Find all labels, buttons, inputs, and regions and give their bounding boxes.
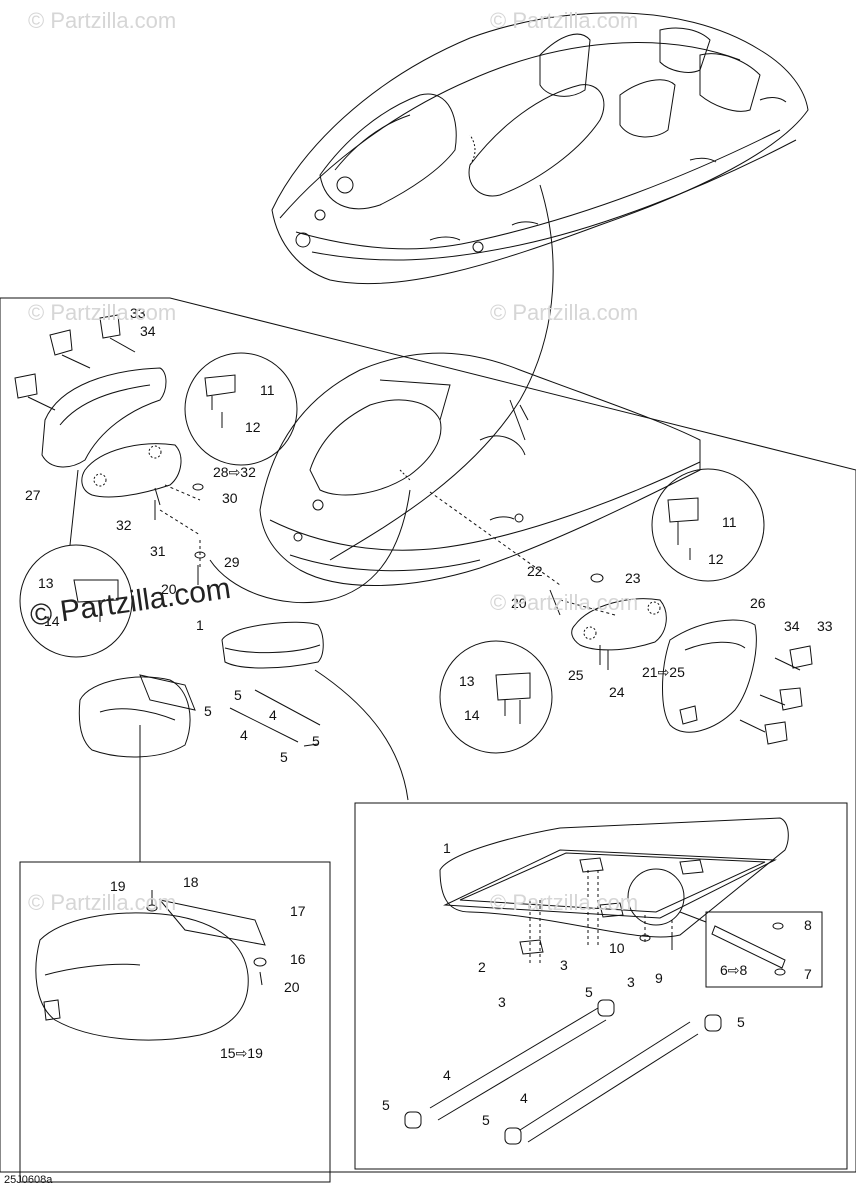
watermark: © Partzilla.com <box>490 300 639 325</box>
callout-label: 5 <box>204 703 212 719</box>
callout-label: 30 <box>222 490 238 506</box>
callout-label: 7 <box>804 966 812 982</box>
callout-label: 34 <box>784 618 800 634</box>
callout-label: 14 <box>464 707 480 723</box>
callout-label: 20 <box>511 595 527 611</box>
callout-label: 16 <box>290 951 306 967</box>
callout-label: 14 <box>44 613 60 629</box>
callout-label: 5 <box>585 984 593 1000</box>
watermark: © Partzilla.com <box>28 8 177 33</box>
callout-label: 6⇨8 <box>720 962 748 978</box>
callout-label: 3 <box>560 957 568 973</box>
callout-label: 3 <box>627 974 635 990</box>
callout-label: 2 <box>478 959 486 975</box>
watermark: © Partzilla.com <box>28 890 177 915</box>
callout-label: 23 <box>625 570 641 586</box>
boat-closeup <box>259 352 701 586</box>
callout-label: 28⇨32 <box>213 464 256 480</box>
callout-label: 20 <box>161 581 177 597</box>
callout-label: 20 <box>284 979 300 995</box>
callout-label: 10 <box>609 940 625 956</box>
callout-label: 17 <box>290 903 306 919</box>
callout-label: 21⇨25 <box>642 664 685 680</box>
watermark: © Partzilla.com <box>28 300 177 325</box>
callout-label: 5 <box>482 1112 490 1128</box>
callout-label: 4 <box>443 1067 451 1083</box>
callout-label: 29 <box>224 554 240 570</box>
callout-label: 31 <box>150 543 166 559</box>
callout-label: 1 <box>443 840 451 856</box>
callout-label: 5 <box>312 733 320 749</box>
callout-label: 33 <box>817 618 833 634</box>
callout-label: 27 <box>25 487 41 503</box>
callout-label: 13 <box>459 673 475 689</box>
callout-label: 9 <box>655 970 663 986</box>
callout-label: 8 <box>804 917 812 933</box>
callout-label: 4 <box>269 707 277 723</box>
callout-label: 24 <box>609 684 625 700</box>
callout-label: 5 <box>737 1014 745 1030</box>
callout-label: 4 <box>240 727 248 743</box>
callout-label: 5 <box>382 1097 390 1113</box>
callout-label: 11 <box>260 382 275 398</box>
callout-label: 19 <box>110 878 126 894</box>
callout-label: 26 <box>750 595 766 611</box>
callout-label: 15⇨19 <box>220 1045 263 1061</box>
callout-label: 3 <box>498 994 506 1010</box>
callout-label: 1 <box>196 617 204 633</box>
callout-label: 4 <box>520 1090 528 1106</box>
boat-overview <box>271 12 809 285</box>
callout-label: 11 <box>722 514 737 530</box>
callout-label: 32 <box>116 517 132 533</box>
callout-label: 34 <box>140 323 156 339</box>
callout-label: 18 <box>183 874 199 890</box>
callout-label: 5 <box>280 749 288 765</box>
callout-label: 5 <box>234 687 242 703</box>
watermark: © Partzilla.com <box>490 8 639 33</box>
callout-label: 25 <box>568 667 584 683</box>
callout-label: 33 <box>130 305 146 321</box>
callout-label: 12 <box>245 419 261 435</box>
watermark: © Partzilla.com <box>490 590 639 615</box>
diagram-code: 25J0608a <box>4 1174 53 1186</box>
callout-label: 22 <box>527 563 543 579</box>
watermark: © Partzilla.com <box>490 890 639 915</box>
callout-label: 12 <box>708 551 724 567</box>
callout-label: 13 <box>38 575 54 591</box>
